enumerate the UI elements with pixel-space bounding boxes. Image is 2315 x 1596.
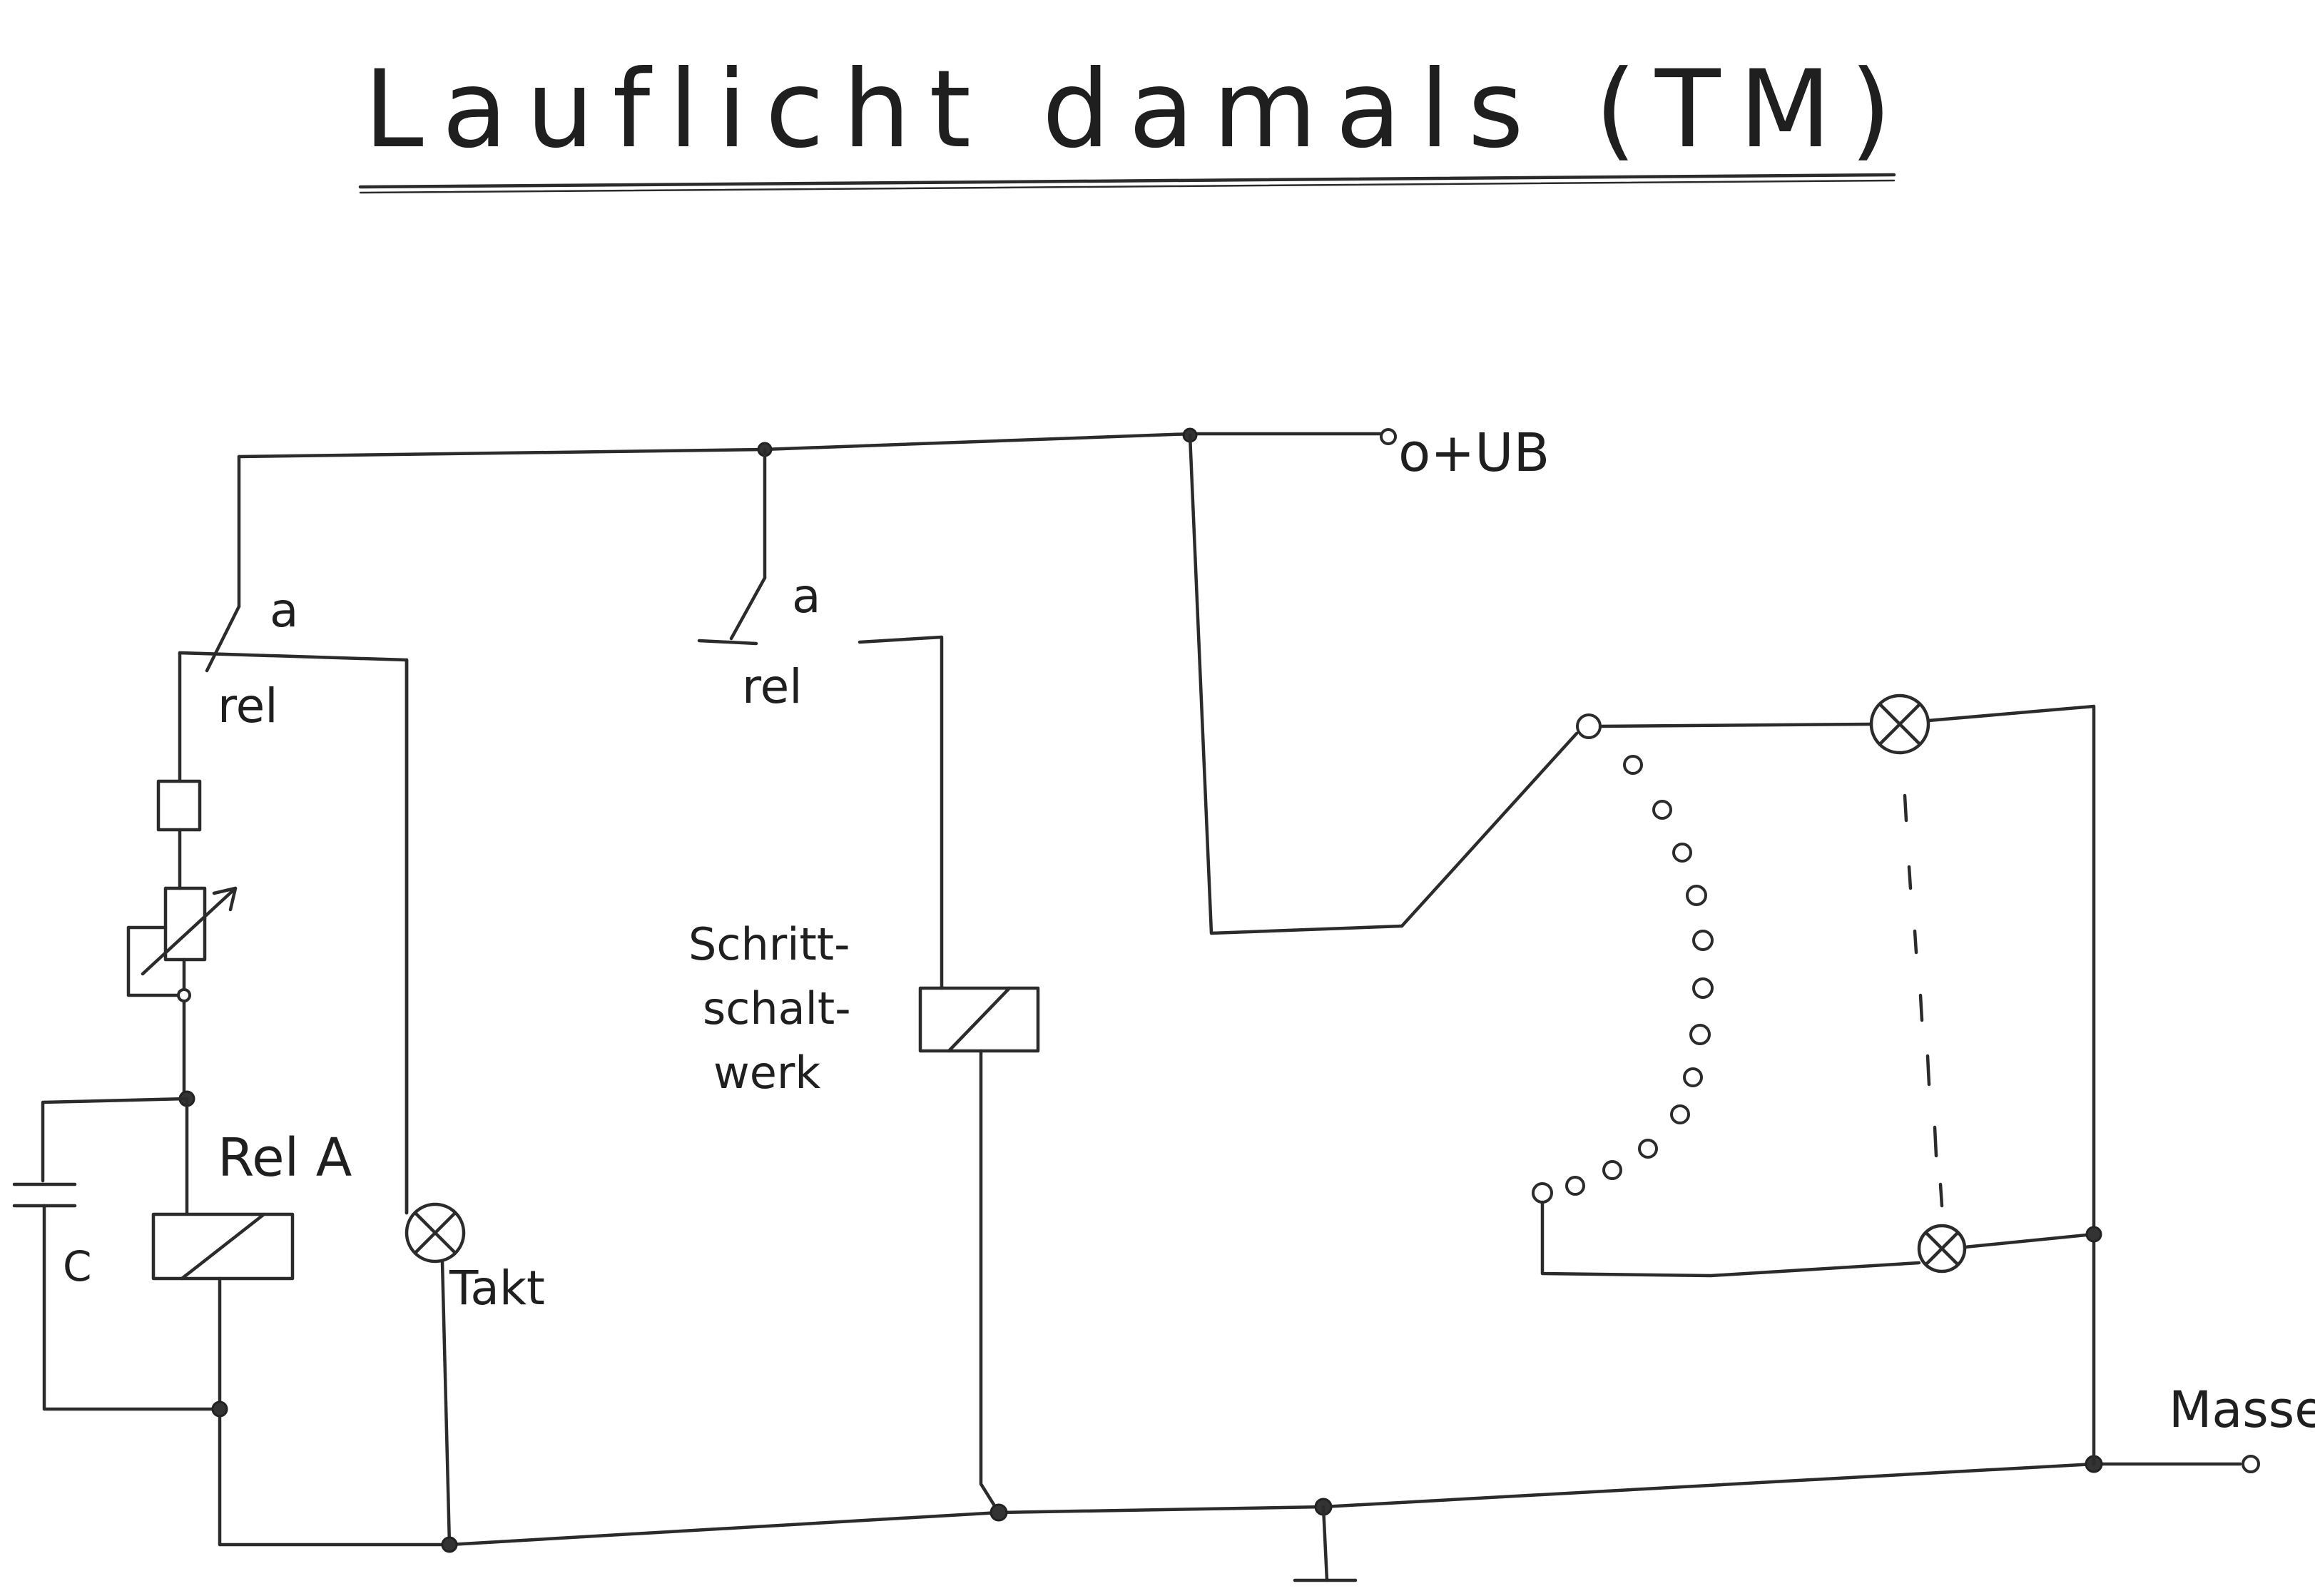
junction-ground-left — [441, 1536, 458, 1553]
selector-contact — [1689, 1024, 1711, 1045]
selector-contact — [1565, 1176, 1585, 1196]
supply-rail — [237, 432, 1386, 459]
title-underline-2 — [359, 179, 1896, 194]
wiper-node — [177, 988, 191, 1002]
selector-contact — [1672, 843, 1692, 863]
lamp-return-wire — [1926, 704, 2096, 1236]
clock-lamp-cross — [413, 1211, 457, 1255]
lamp-last-feed — [1540, 1200, 1921, 1278]
selector-contact — [1670, 1104, 1690, 1124]
middle-contact-stub — [697, 639, 758, 646]
relay-a-coil-slash — [180, 1212, 266, 1281]
selector-contact — [1638, 1139, 1658, 1159]
middle-contact-a — [729, 576, 767, 641]
diagram-title: Lauflicht damals (TM) — [364, 48, 1910, 172]
ground-label: Masse — [2169, 1381, 2315, 1439]
selector-contact-last — [1532, 1182, 1553, 1204]
clock-lamp-label: Takt — [449, 1261, 545, 1316]
relay-a-label: Rel A — [218, 1127, 352, 1189]
left-contact-a-label: a — [270, 583, 298, 638]
stepper-coil — [918, 986, 1040, 1053]
left-contact-a — [205, 604, 241, 673]
stepper-feed-wire — [858, 635, 944, 990]
middle-contact-rel-label: rel — [742, 659, 803, 714]
selector-wiper — [1400, 731, 1579, 928]
stepper-coil-slash — [947, 986, 1012, 1053]
junction-lamp-return — [2085, 1226, 2102, 1243]
title-underline — [358, 173, 1896, 189]
junction-relay-bottom — [211, 1401, 228, 1418]
stepper-label-line3: werk — [713, 1047, 820, 1099]
junction-ground-mid — [989, 1503, 1008, 1522]
adjustable-resistor-bypass — [126, 925, 186, 997]
stepper-bottom-wire — [979, 1049, 1001, 1515]
selector-contact — [1602, 1160, 1622, 1180]
selector-contact — [1623, 755, 1643, 775]
selector-contact — [1692, 977, 1714, 999]
clock-lamp-bottom-wire — [440, 1259, 452, 1547]
relay-a-bottom-wire — [218, 1276, 452, 1547]
stepper-label-line1: Schritt- — [688, 918, 850, 970]
capacitor-top-wire — [41, 1097, 189, 1183]
selector-contact-first — [1576, 713, 1602, 739]
ground-terminal — [2242, 1455, 2260, 1473]
lamp-first — [1869, 693, 1930, 755]
clock-lamp — [405, 1202, 466, 1264]
selector-contact — [1652, 800, 1672, 820]
lamp-first-feed — [1598, 722, 1873, 728]
lamp-last-cross — [1924, 1231, 1960, 1266]
capacitor-label: C — [63, 1242, 92, 1291]
fixed-resistor — [156, 779, 202, 832]
left-contact-rel-label: rel — [218, 678, 278, 733]
relay-a-coil — [151, 1212, 295, 1281]
lamp-first-cross — [1878, 702, 1922, 746]
lamp-last-return — [1963, 1232, 2096, 1466]
adjustable-resistor-arrow — [141, 886, 238, 976]
capacitor-bottom-wire — [42, 1204, 222, 1411]
ground-rail — [447, 1462, 2242, 1547]
selector-contact — [1683, 1067, 1703, 1087]
middle-contact-a-label: a — [792, 569, 820, 624]
supply-label: o+UB — [1398, 422, 1550, 484]
selector-contact — [1686, 885, 1707, 906]
adjustable-resistor-arrowhead — [212, 886, 238, 912]
supply-terminal — [1380, 428, 1397, 445]
selector-feed-wire — [1188, 433, 1404, 935]
stepper-label-line2: schalt- — [703, 982, 851, 1035]
ground-symbol-stem — [1321, 1505, 1329, 1582]
selector-contact — [1692, 930, 1714, 951]
lamp-dashed-link — [1903, 793, 1944, 1208]
